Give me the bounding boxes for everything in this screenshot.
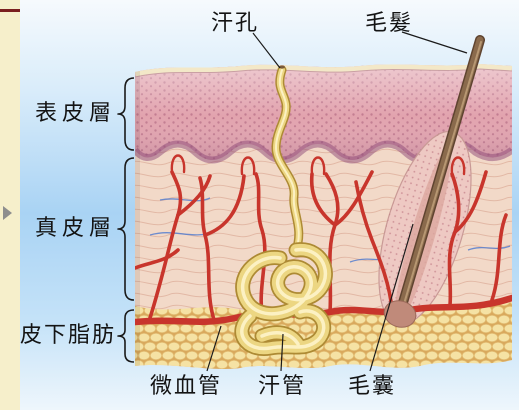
- capillary-label: 微血管: [150, 373, 222, 401]
- epidermis-label: 表皮層: [16, 100, 116, 128]
- sweat-duct-label: 汗管: [258, 373, 306, 401]
- hair-follicle-label: 毛囊: [348, 373, 396, 401]
- hair-label: 毛髮: [365, 10, 413, 38]
- subcutaneous-fat-label: 皮下脂肪: [16, 322, 116, 350]
- sweat-pore-label: 汗孔: [211, 10, 259, 38]
- dermis-brace: [118, 158, 134, 300]
- sweat-pore-leader: [253, 33, 280, 68]
- epidermis-brace: [118, 78, 134, 150]
- dermis-label: 真皮層: [16, 215, 116, 243]
- layer-braces: [118, 78, 134, 362]
- block-side-shade: [135, 55, 140, 380]
- subcutaneous-fat-brace: [118, 310, 134, 362]
